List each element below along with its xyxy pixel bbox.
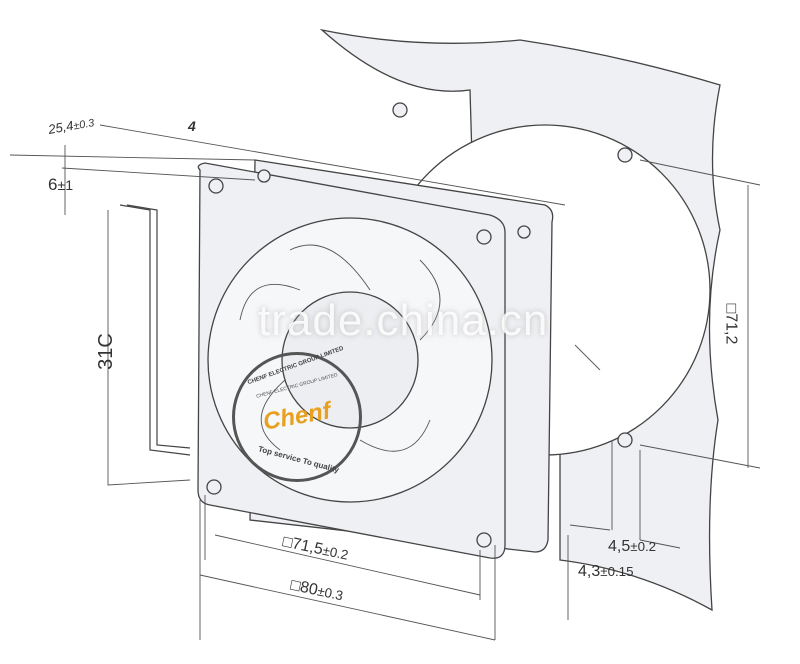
company-stamp: CHENF ELECTRIC GROUP LIMITED CHENF ELECT… xyxy=(232,346,362,482)
lead-offset-label: 6±1 xyxy=(48,175,74,194)
flange-label: 4 xyxy=(188,118,196,134)
mount-hole xyxy=(476,229,492,245)
dimension-lines xyxy=(9,124,761,641)
mount-hole xyxy=(206,479,222,495)
lead-wires xyxy=(119,204,191,456)
hole-dia-label: 4,5±0.2 xyxy=(608,538,657,555)
flange-thickness-label: 4,3±0.15 xyxy=(578,563,634,580)
mount-hole xyxy=(517,225,531,239)
panel-hole xyxy=(392,102,408,118)
mount-hole xyxy=(257,169,271,183)
stamp-slogan: Top service To quality xyxy=(257,444,341,475)
panel-hole xyxy=(617,147,633,163)
watermark: trade.china.cn xyxy=(258,296,549,345)
lead-length-label: 31C xyxy=(94,333,117,370)
mount-hole xyxy=(208,178,224,194)
stamp-brand: Chenf xyxy=(261,397,333,436)
panel-hole xyxy=(617,432,633,448)
panel-hole-spacing-label: □71,2 xyxy=(722,303,740,345)
mount-hole xyxy=(476,532,492,548)
